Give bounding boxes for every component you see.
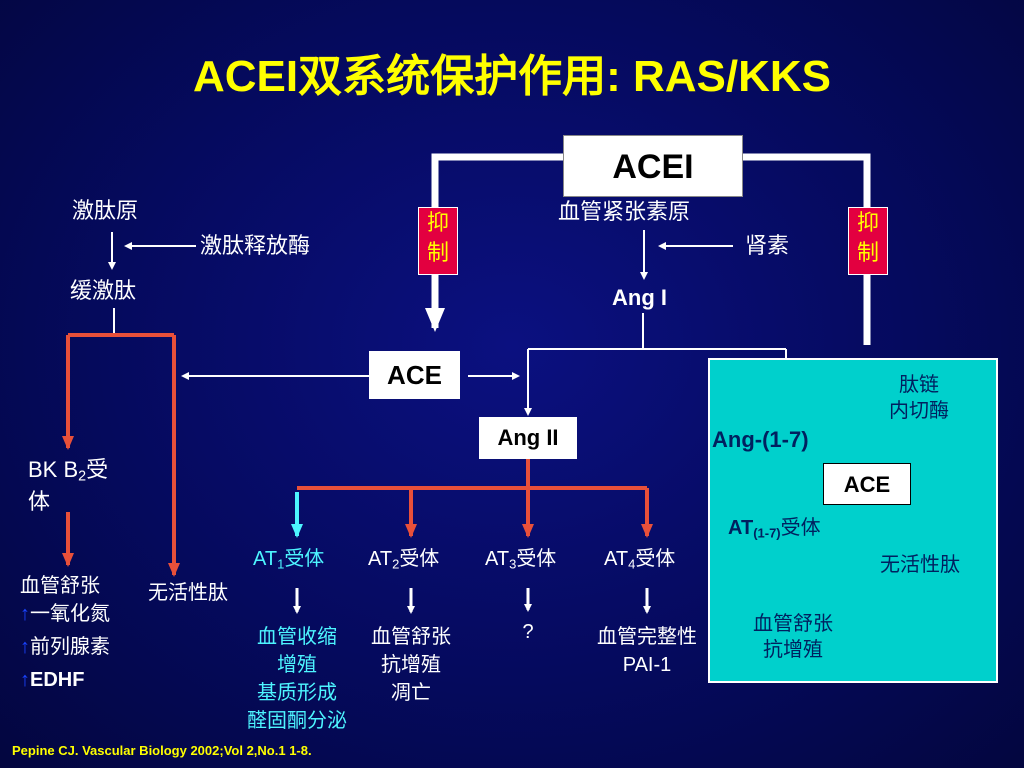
renin-label: 肾素 — [745, 233, 790, 258]
ang17-label: Ang-(1-7) — [712, 427, 809, 452]
up-arrow-icon: ↑ — [20, 669, 30, 691]
slide-title: ACEI双系统保护作用: RAS/KKS — [192, 52, 832, 101]
bradykinin-label: 缓激肽 — [70, 278, 137, 303]
edhf-item: ↑EDHF — [20, 669, 85, 691]
at1-effect-1: 血管收缩 — [257, 626, 337, 648]
panel-ace-box: ACE — [823, 463, 911, 505]
kks-red-branches — [62, 333, 180, 577]
at3-receptor-label: AT3受体 — [485, 548, 557, 572]
inhibit-box-left: 抑 制 — [418, 207, 458, 275]
panel-inactive-peptide-label: 无活性肽 — [880, 554, 960, 576]
at1-effects: 血管收缩 增殖 基质形成 醛固酮分泌 — [235, 623, 359, 735]
panel-effects: 血管舒张 抗增殖 — [738, 611, 848, 663]
nitric-oxide-item: ↑一氧化氮 — [20, 603, 110, 625]
inhibit-left-char-2: 制 — [426, 240, 449, 265]
inhibit-right-char-2: 制 — [856, 240, 879, 265]
inhibit-right-char-1: 抑 — [856, 210, 879, 235]
at2-effects: 血管舒张 抗增殖 凋亡 — [362, 623, 460, 707]
kininogen-label: 激肽原 — [72, 198, 139, 223]
at2-effect-2: 抗增殖 — [381, 654, 441, 676]
kallikrein-label: 激肽释放酶 — [200, 233, 311, 258]
panel-ace-label: ACE — [843, 472, 891, 497]
at2-effect-3: 凋亡 — [391, 682, 431, 704]
at4-effects: 血管完整性 PAI-1 — [578, 623, 716, 679]
ras-lines — [181, 230, 790, 424]
ang1-label: Ang I — [612, 285, 667, 310]
prostaglandin-item: ↑前列腺素 — [20, 636, 110, 658]
kks-lines — [108, 232, 196, 335]
at1-effect-3: 基质形成 — [257, 682, 337, 704]
at3-effect-1: ? — [522, 621, 534, 643]
endopeptidase-line-1: 肽链 — [899, 374, 939, 396]
ang17-panel — [708, 358, 998, 683]
bk-b2-receptor-label: BK B2受 体 — [28, 457, 109, 514]
at4-receptor-label: AT4受体 — [604, 548, 676, 572]
at4-effect-2: PAI-1 — [622, 654, 672, 676]
inhibit-box-right: 抑 制 — [848, 207, 888, 275]
receptor-effect-arrows — [293, 588, 651, 614]
kks-vasodilation-label: 血管舒张 — [20, 575, 100, 597]
up-arrow-icon: ↑ — [20, 636, 30, 658]
ace-box: ACE — [369, 351, 460, 399]
at4-effect-1: 血管完整性 — [597, 626, 697, 648]
acei-label: ACEI — [612, 148, 694, 186]
at1-effect-4: 醛固酮分泌 — [247, 710, 347, 732]
endopeptidase-label: 肽链 内切酶 — [888, 372, 950, 424]
at3-effects: ? — [508, 621, 548, 644]
at2-effect-1: 血管舒张 — [371, 626, 451, 648]
at1-effect-2: 增殖 — [277, 654, 317, 676]
inhibit-left-char-1: 抑 — [426, 210, 449, 235]
citation: Pepine CJ. Vascular Biology 2002;Vol 2,N… — [12, 743, 312, 758]
panel-effect-1: 血管舒张 — [753, 613, 833, 635]
endopeptidase-line-2: 内切酶 — [889, 400, 949, 422]
ang2-box-label: Ang II — [497, 425, 559, 450]
ang2-branches — [297, 457, 653, 538]
angiotensinogen-label: 血管紧张素原 — [558, 199, 691, 224]
ang2-box: Ang II — [479, 417, 577, 459]
at17-receptor-label: AT(1-7)受体 — [728, 517, 821, 541]
up-arrow-icon: ↑ — [20, 603, 30, 625]
panel-effect-2: 抗增殖 — [763, 639, 823, 661]
at2-receptor-label: AT2受体 — [368, 548, 440, 572]
kks-inactive-peptide-label: 无活性肽 — [148, 582, 228, 604]
ace-box-label: ACE — [387, 360, 442, 390]
at1-receptor-label: AT1受体 — [253, 548, 325, 572]
acei-box: ACEI — [563, 135, 743, 197]
